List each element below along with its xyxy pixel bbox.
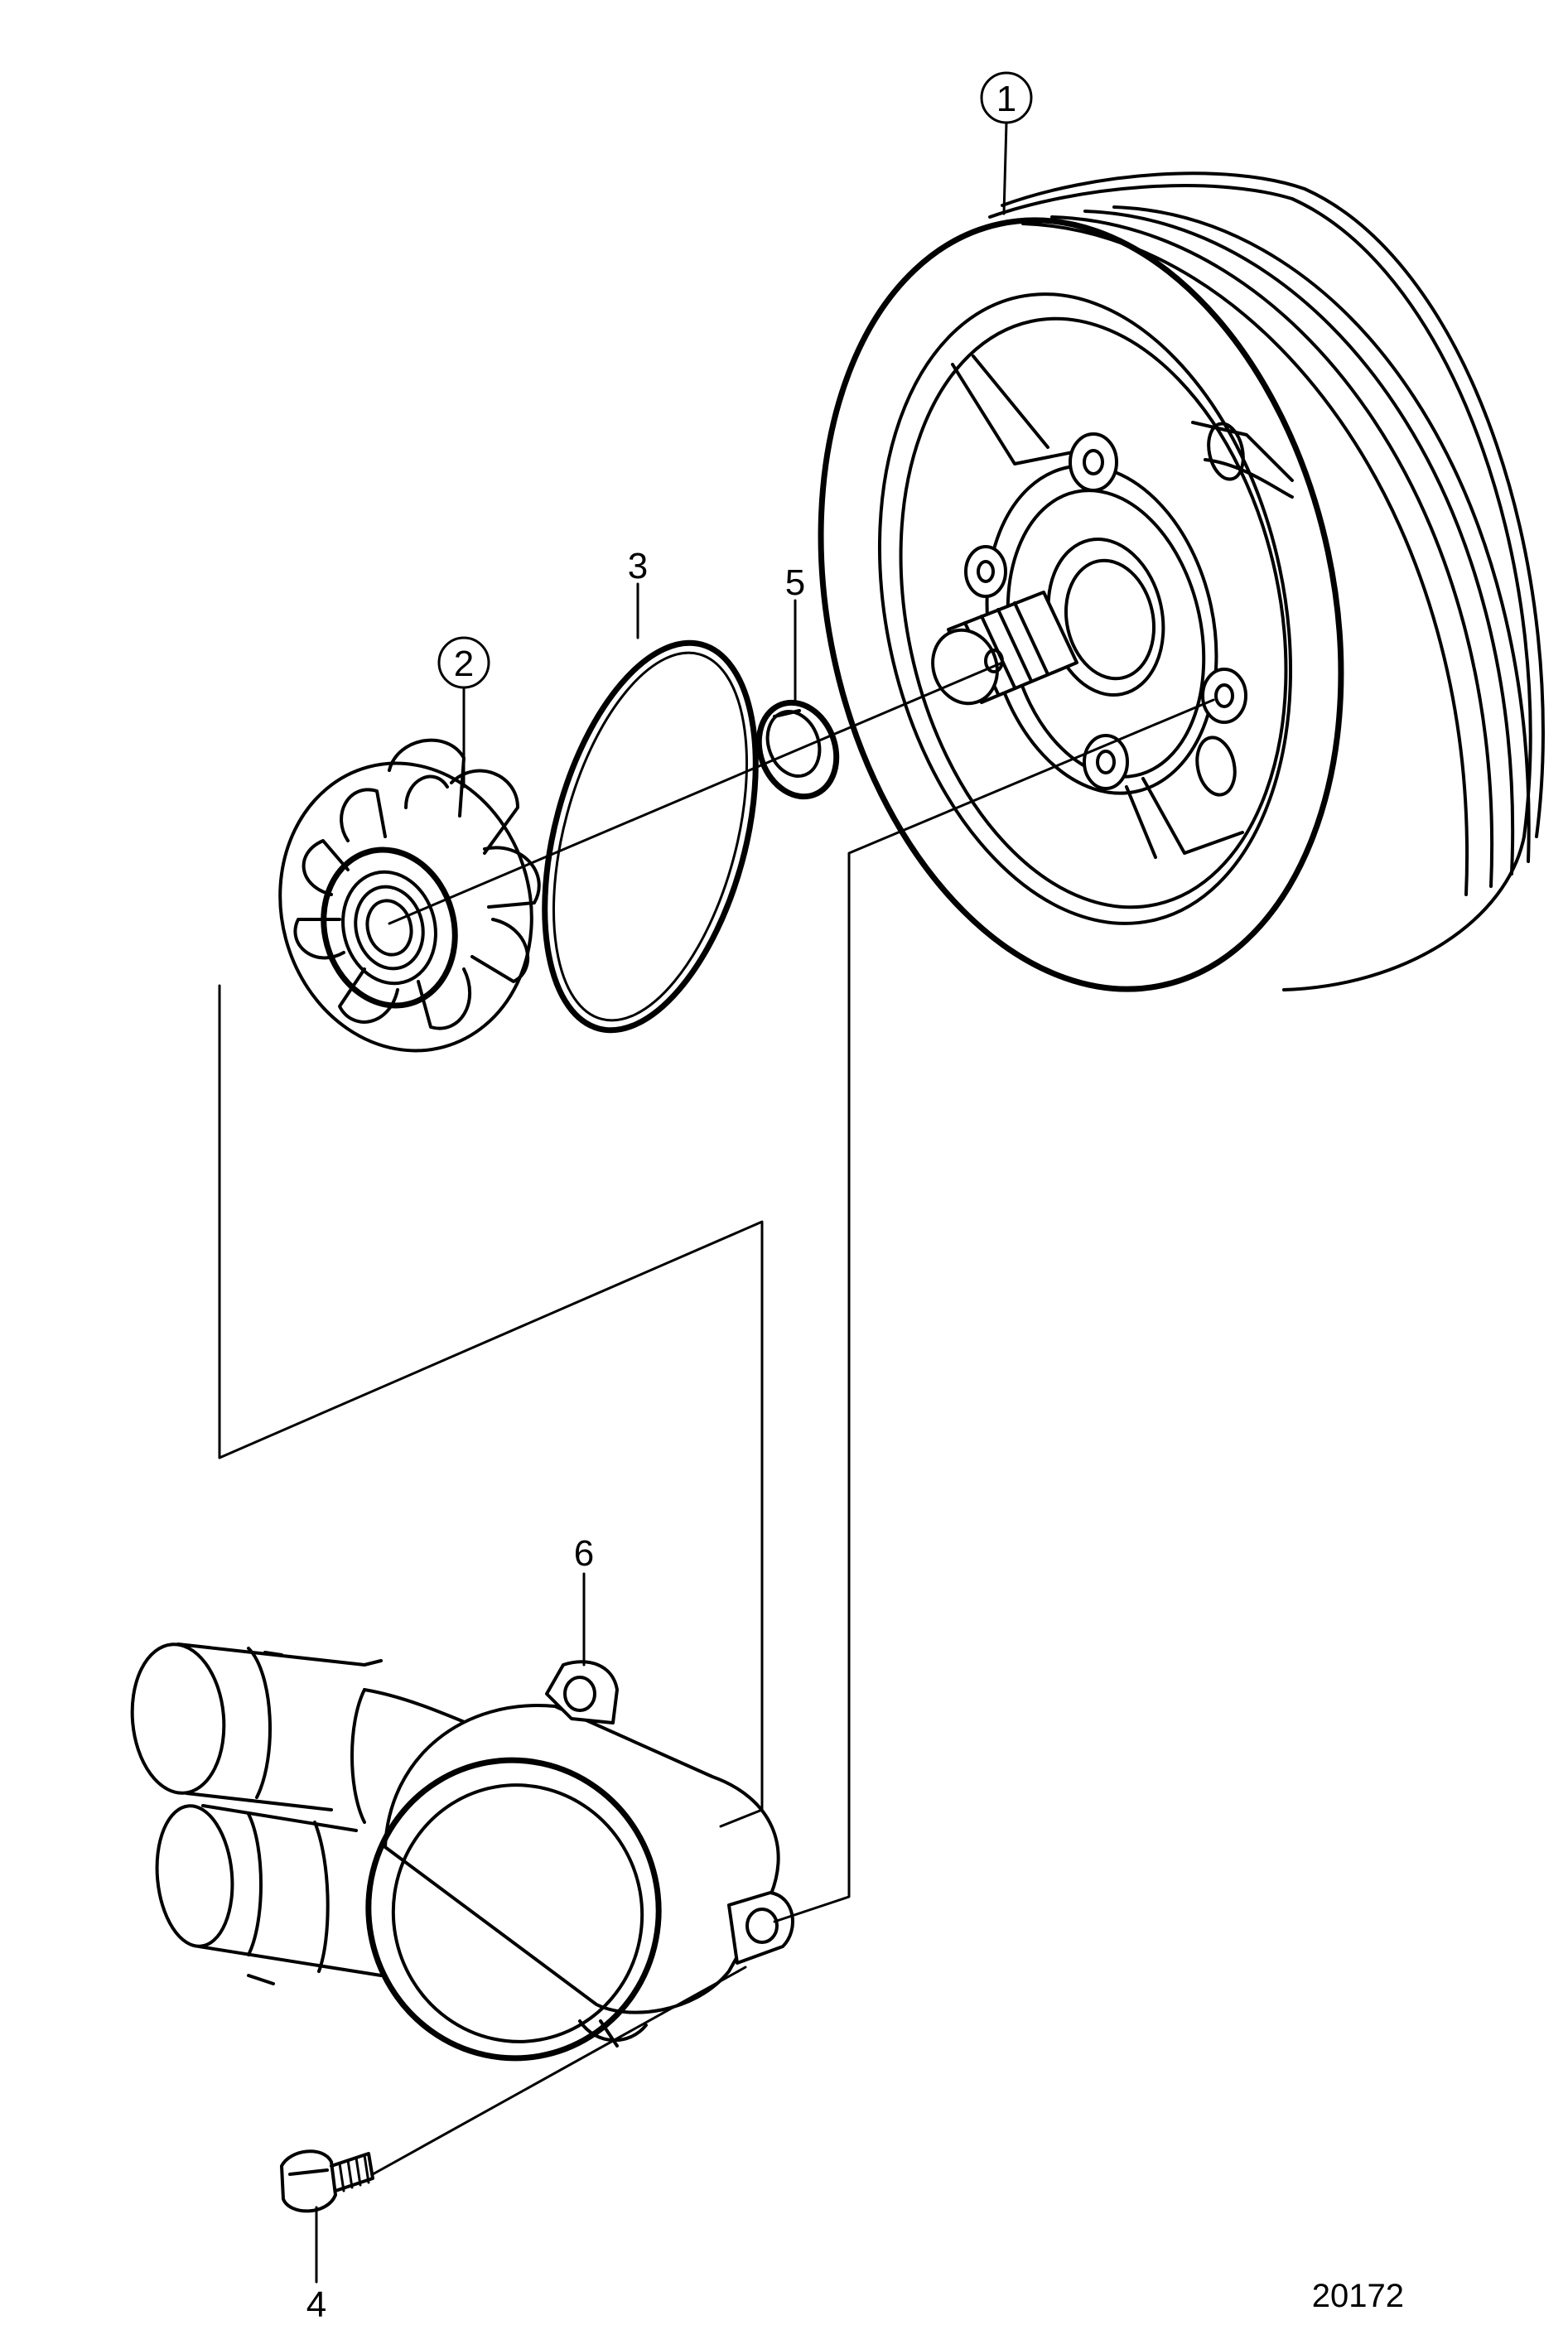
- callout-4-label: 4: [306, 2284, 326, 2325]
- o-ring: [542, 639, 759, 1034]
- impeller: [278, 738, 541, 1053]
- callout-leaders: [315, 121, 1008, 2284]
- callout-2: 2: [437, 636, 490, 689]
- callout-2-label: 2: [454, 644, 474, 684]
- callout-5-label: 5: [785, 562, 805, 603]
- callout-3-label: 3: [628, 546, 648, 586]
- callout-1: 1: [980, 71, 1033, 124]
- figure-number: 20172: [1312, 2278, 1404, 2314]
- callout-1-label: 1: [996, 79, 1016, 119]
- seal-ring: [755, 699, 840, 800]
- belt-pulley: [818, 171, 1545, 992]
- assembly-lines: [218, 661, 1215, 2176]
- pump-housing: [130, 1642, 794, 2062]
- callout-6-label: 6: [574, 1533, 594, 1574]
- screw: [280, 2149, 374, 2213]
